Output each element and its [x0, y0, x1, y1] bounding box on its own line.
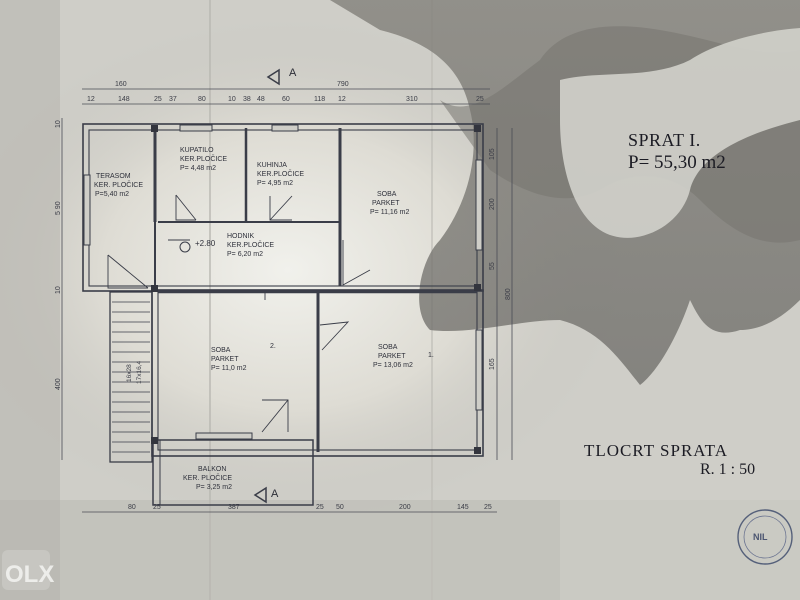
dimension-lines: [61, 88, 513, 513]
dim-right: 105: [489, 148, 496, 160]
dim-top-inner: 38: [243, 96, 251, 103]
room-area: P= 3,25 m2: [196, 484, 232, 491]
dim-right: 55: [489, 262, 496, 270]
dim-top-inner: 148: [118, 96, 130, 103]
dim-top-inner: 48: [257, 96, 265, 103]
room-name: SOBA: [378, 344, 398, 351]
room-area: P= 11,0 m2: [211, 365, 247, 372]
dim-bottom: 25: [484, 504, 492, 511]
room-finish: PARKET: [211, 356, 239, 363]
room-area: P= 4,95 m2: [257, 180, 293, 187]
olx-logo: OLX: [2, 550, 54, 590]
drawing-title: TLOCRT SPRATA: [584, 441, 728, 460]
room-area: P= 13,06 m2: [373, 362, 413, 369]
dim-bottom: 25: [153, 504, 161, 511]
section-marker-label: A: [289, 67, 297, 79]
room-name: BALKON: [198, 466, 226, 473]
dim-top-inner: 12: [87, 96, 95, 103]
dim-left: 10: [55, 286, 62, 294]
dim-top-outer: 790: [337, 81, 349, 88]
paper-left-tone: [0, 0, 60, 600]
room-finish: KER. PLOČICE: [94, 180, 143, 189]
dim-left: 10: [55, 120, 62, 128]
floor-area: P= 55,30 m2: [628, 152, 726, 173]
dim-left: 5 90: [55, 201, 62, 215]
room-finish: KER.PLOČICE: [180, 154, 227, 163]
dim-right: 800: [505, 288, 512, 300]
dim-bottom: 387: [228, 504, 240, 511]
dim-bottom: 200: [399, 504, 411, 511]
windows: [83, 124, 483, 440]
dim-top-inner: 37: [169, 96, 177, 103]
dim-top-inner: 10: [228, 96, 236, 103]
section-marker-arrow: [253, 486, 267, 504]
room-area: P= 11,16 m2: [370, 209, 409, 216]
room-area: P=5,40 m2: [95, 191, 129, 198]
paper-right-patch: [560, 28, 800, 238]
dim-top-inner: 25: [154, 96, 162, 103]
dim-top-inner: 60: [282, 96, 290, 103]
room-finish: KER. PLOČICE: [183, 473, 232, 482]
floor-title: SPRAT I.: [628, 130, 701, 150]
dim-bottom: 50: [336, 504, 344, 511]
dim-top-inner: 310: [406, 96, 418, 103]
room-number: 2.: [270, 343, 276, 350]
section-marker-label: A: [271, 488, 279, 500]
stair-label: 17x16,4: [136, 360, 143, 384]
dim-bottom: 25: [316, 504, 324, 511]
room-name: TERASOM: [96, 173, 131, 180]
walls: [82, 123, 484, 506]
dim-bottom: 145: [457, 504, 469, 511]
room-name: KUPATILO: [180, 147, 214, 154]
room-name: HODNIK: [227, 233, 255, 240]
room-area: P= 6,20 m2: [227, 251, 263, 258]
dim-right: 165: [489, 358, 496, 370]
level-marker: +2.80: [195, 239, 216, 248]
room-name: KUHINJA: [257, 162, 287, 169]
room-finish: KER.PLOČICE: [257, 169, 304, 178]
level-marker-symbol: [179, 241, 191, 253]
room-finish: KER.PLOČICE: [227, 240, 274, 249]
dim-left: 400: [55, 378, 62, 390]
dim-top-inner: 80: [198, 96, 206, 103]
stamp-text: NIL: [753, 532, 768, 542]
section-marker-arrow: [266, 68, 280, 86]
stair-label: 16x28: [126, 364, 133, 382]
dimension-labels: 160 790 12 148 25 37 80 10 38 48 60 118 …: [55, 81, 512, 511]
title-block-area: [560, 400, 800, 600]
room-name: SOBA: [211, 347, 231, 354]
dim-top-inner: 25: [476, 96, 484, 103]
room-finish: PARKET: [372, 200, 400, 207]
room-number: 1.: [428, 352, 434, 359]
dim-right: 200: [489, 198, 496, 210]
dim-top-outer: 160: [115, 81, 127, 88]
door-swings: [107, 194, 371, 433]
olx-logo-text: OLX: [5, 561, 54, 588]
dim-bottom: 80: [128, 504, 136, 511]
stamp: NIL: [737, 509, 793, 565]
columns: [151, 125, 481, 454]
dim-top-inner: 118: [314, 96, 325, 103]
dim-top-inner: 12: [338, 96, 346, 103]
room-name: SOBA: [377, 191, 397, 198]
room-finish: PARKET: [378, 353, 406, 360]
room-labels: TERASOM KER. PLOČICE P=5,40 m2 KUPATILO …: [94, 147, 434, 491]
room-area: P= 4,48 m2: [180, 165, 216, 172]
stairs: [112, 301, 150, 453]
drawing-scale: R. 1 : 50: [700, 461, 756, 478]
